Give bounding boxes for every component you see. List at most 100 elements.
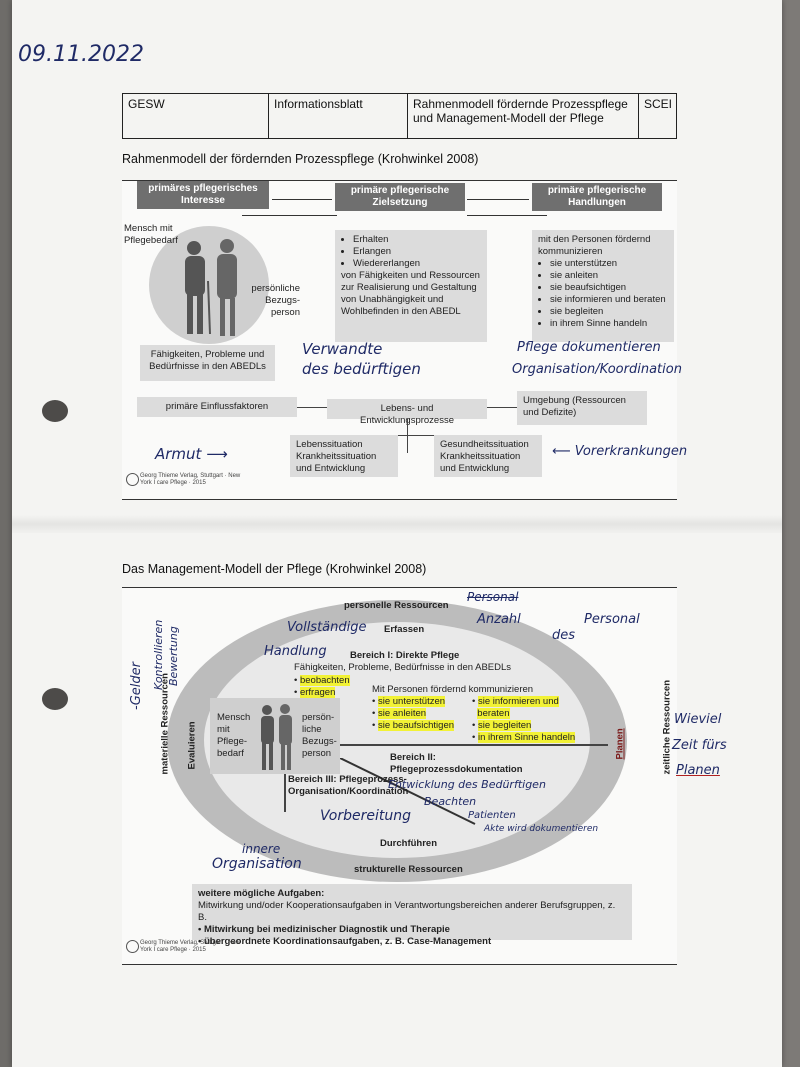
arrow-lower-left bbox=[242, 215, 337, 216]
note-armut-text: Armut bbox=[155, 445, 202, 463]
box-primary-interest: primäres pflegerisches Interesse bbox=[137, 181, 269, 209]
note-entwicklung: Entwicklung des Bedürftigen bbox=[388, 778, 546, 791]
header-cell-subject: GESW bbox=[123, 94, 269, 138]
action-item: sie informieren und beraten bbox=[550, 294, 668, 306]
comm-item: sie anleiten bbox=[377, 708, 427, 719]
publisher-note: Georg Thieme Verlag, Stuttgart · New Yor… bbox=[140, 940, 241, 953]
note-vorbereitung: Vorbereitung bbox=[320, 808, 411, 824]
paper-sheet: 09.11.2022 GESW Informationsblatt Rahmen… bbox=[12, 0, 782, 1067]
box-primary-factors: primäre Einflussfaktoren bbox=[137, 397, 297, 417]
publisher-note: Georg Thieme Verlag, Stuttgart · New Yor… bbox=[140, 473, 241, 486]
further-task-item: übergeordnete Koordinationsaufgaben, z. … bbox=[203, 936, 492, 947]
header-cell-code: SCEI bbox=[644, 97, 673, 111]
connector bbox=[487, 407, 517, 408]
thieme-logo bbox=[126, 473, 139, 486]
punch-hole-bottom bbox=[42, 688, 68, 710]
observe-item: erfragen bbox=[299, 687, 336, 698]
note-personal-struck: Personal bbox=[467, 590, 519, 604]
label-reference-person: persönliche Bezugs-person bbox=[251, 283, 300, 318]
actions-intro: mit den Personen fördernd kommunizieren bbox=[538, 234, 651, 257]
box-primary-actions: primäre pflegerische Handlungen bbox=[532, 183, 662, 211]
goal-item: Erhalten bbox=[353, 234, 481, 246]
note-planen: Planen bbox=[676, 763, 720, 778]
note-vorerkrankungen-text: Vorerkrankungen bbox=[574, 444, 688, 459]
thieme-logo bbox=[126, 940, 139, 953]
label-bereich1: Bereich I: Direkte Pflege bbox=[350, 650, 460, 661]
box-further-tasks: weitere mögliche Aufgaben: Mitwirkung un… bbox=[192, 884, 632, 947]
persons-illustration bbox=[261, 704, 292, 770]
goal-item: Wiedererlangen bbox=[353, 258, 481, 270]
note-bewertung: Bewertung bbox=[167, 626, 180, 686]
note-anzahl: Anzahl bbox=[477, 612, 521, 627]
comm-item: sie unterstützen bbox=[377, 696, 446, 707]
arrow-actions-to-goal bbox=[467, 199, 529, 200]
label-structural-resources: strukturelle Ressourcen bbox=[354, 864, 463, 875]
connector bbox=[407, 419, 408, 453]
label-communicate: Mit Personen fördernd kommunizieren bbox=[372, 684, 534, 695]
observe-list: • beobachten • erfragen bbox=[294, 675, 350, 698]
note-beachten: Beachten bbox=[424, 795, 477, 808]
action-item: sie anleiten bbox=[550, 270, 668, 282]
note-armut: Armut ⟶ bbox=[155, 445, 228, 463]
label-person-in-need: Mensch mit Pflegebedarf bbox=[124, 223, 178, 246]
box-primary-goal: primäre pflegerische Zielsetzung bbox=[335, 183, 465, 211]
note-patienten: Patienten bbox=[468, 810, 516, 821]
person-box bbox=[210, 698, 340, 774]
note-handlung: Handlung bbox=[264, 644, 327, 659]
comm-item: beraten bbox=[477, 708, 510, 719]
box-abilities: Fähigkeiten, Probleme und Bedürfnisse in… bbox=[140, 345, 275, 381]
box-environment: Umgebung (Ressourcen und Defizite) bbox=[517, 391, 647, 425]
note-gelder: -Gelder bbox=[129, 662, 144, 710]
line-bereich3 bbox=[284, 774, 286, 812]
label-bereich2: Bereich II: Pflegeprozessdokumentation bbox=[390, 752, 523, 775]
header-table: GESW Informationsblatt Rahmenmodell förd… bbox=[122, 93, 677, 139]
label-durchfuehren: Durchführen bbox=[380, 838, 437, 849]
observe-item: beobachten bbox=[299, 675, 350, 686]
header-cell-topic: Rahmenmodell fördernde Prozesspflege und… bbox=[408, 94, 639, 138]
arrow-lower-right bbox=[467, 215, 547, 216]
note-vorerkrankungen: ⟵ Vorerkrankungen bbox=[552, 444, 688, 459]
box-life-situation: Lebenssituation Krankheitssituation und … bbox=[290, 435, 398, 477]
comm-item: in ihrem Sinne handeln bbox=[477, 732, 576, 743]
comm-item: sie begleiten bbox=[477, 720, 532, 731]
communicate-col1: • sie unterstützen • sie anleiten • sie … bbox=[372, 696, 455, 731]
action-item: sie unterstützen bbox=[550, 258, 668, 270]
box-life-processes: Lebens- und Entwicklungsprozesse bbox=[327, 399, 487, 426]
note-innere: innere bbox=[242, 842, 281, 856]
note-vollstaendige: Vollständige bbox=[287, 620, 367, 635]
label-erfassen: Erfassen bbox=[384, 624, 425, 635]
note-wieviel: Wieviel bbox=[674, 712, 722, 727]
punch-hole-top bbox=[42, 400, 68, 422]
label-personnel-resources: personelle Ressourcen bbox=[344, 600, 449, 611]
note-personal: Personal bbox=[584, 612, 640, 627]
note-organisation2: Organisation bbox=[212, 856, 302, 872]
comm-item: sie informieren und bbox=[477, 696, 559, 707]
note-zeit: Zeit fürs bbox=[672, 738, 727, 753]
note-pflege-dokumentieren: Pflege dokumentieren bbox=[517, 340, 661, 355]
label-bereich3: Bereich III: Pflegeprozess-Organisation/… bbox=[288, 774, 409, 797]
note-kontrollieren: Kontrollieren bbox=[152, 619, 165, 690]
goals-text: von Fähigkeiten und Ressourcen zur Reali… bbox=[341, 270, 480, 317]
handwritten-date: 09.11.2022 bbox=[18, 42, 144, 67]
label-reference-person: persön-liche Bezugs-person bbox=[302, 712, 337, 759]
header-cell-type: Informationsblatt bbox=[269, 94, 408, 138]
action-item: in ihrem Sinne handeln bbox=[550, 318, 668, 330]
box-health-situation: Gesundheitssituation Krankheitssituation… bbox=[434, 435, 542, 477]
connector bbox=[297, 407, 327, 408]
note-des: des bbox=[552, 628, 576, 643]
action-item: sie beaufsichtigen bbox=[550, 282, 668, 294]
label-planen: Planen bbox=[614, 728, 626, 760]
line-bereich1 bbox=[340, 744, 608, 746]
label-evaluieren: Evaluieren bbox=[186, 721, 198, 770]
label-time-resources: zeitliche Ressourcen bbox=[661, 679, 673, 775]
communicate-col2: • sie informieren und beraten • sie begl… bbox=[472, 696, 576, 743]
figure1-framework-model: primäres pflegerisches Interesse primäre… bbox=[122, 180, 677, 500]
figure2-title: Das Management-Modell der Pflege (Krohwi… bbox=[122, 562, 427, 576]
paper-fold bbox=[12, 515, 782, 533]
persons-illustration bbox=[185, 239, 237, 336]
connector bbox=[344, 435, 474, 436]
figure2-management-model: personelle Ressourcen Erfassen Bereich I… bbox=[122, 587, 677, 965]
note-verwandte: Verwandte bbox=[302, 340, 383, 358]
action-item: sie begleiten bbox=[550, 306, 668, 318]
arrow-goal-to-interest bbox=[272, 199, 332, 200]
